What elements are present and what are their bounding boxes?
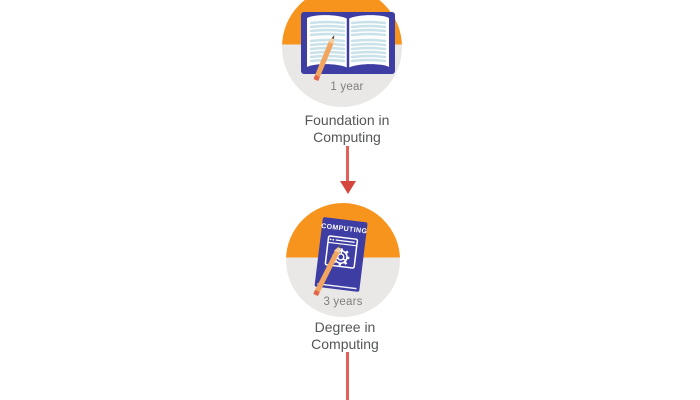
node-title-foundation: Foundation in Computing xyxy=(269,112,425,145)
computing-book-icon: COMPUTING xyxy=(313,217,368,296)
pencil-icon xyxy=(313,35,335,81)
browser-window-icon xyxy=(324,235,359,269)
title-line: Computing xyxy=(311,335,379,352)
node-title-degree: Degree in Computing xyxy=(267,319,423,352)
connector-line xyxy=(346,352,349,400)
duration-label: 3 years xyxy=(323,296,363,308)
arrowhead-down-icon xyxy=(339,181,356,194)
title-line: Foundation in xyxy=(304,112,390,128)
title-line: Computing xyxy=(313,128,381,145)
open-book-icon xyxy=(301,12,395,81)
duration-label: 1 year xyxy=(330,81,364,93)
title-line: Degree in xyxy=(314,319,376,335)
connector-line xyxy=(346,146,349,181)
pencil-icon xyxy=(313,244,341,296)
